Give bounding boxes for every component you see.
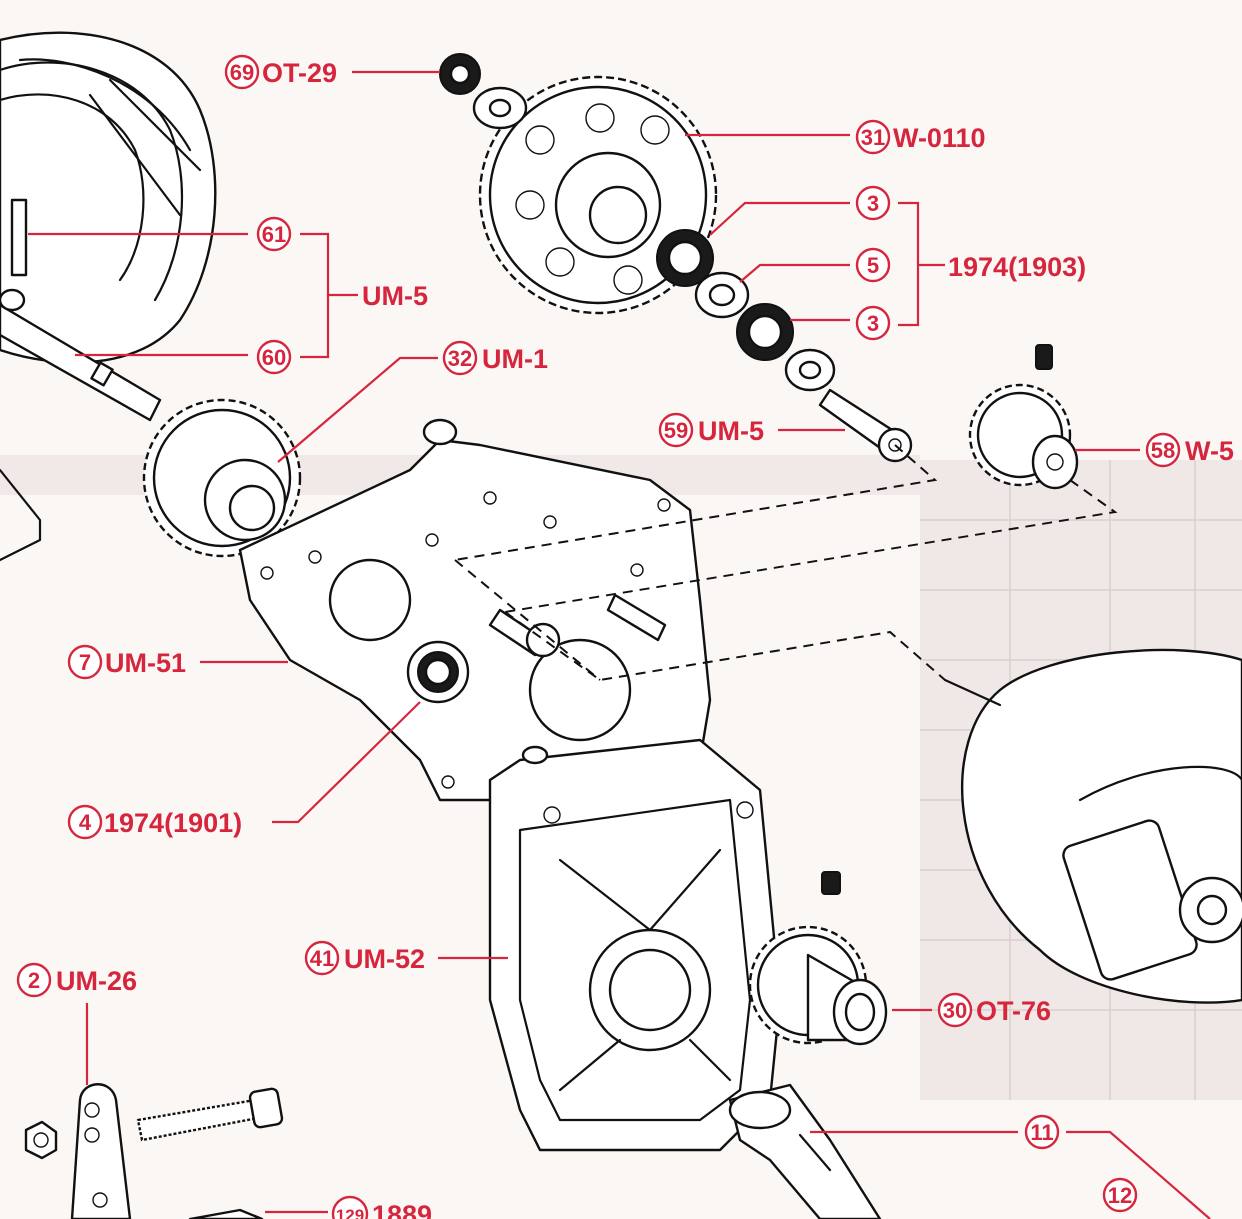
- svg-text:1889: 1889: [372, 1200, 432, 1219]
- svg-text:3: 3: [867, 191, 879, 216]
- motor: [943, 648, 1242, 1004]
- svg-text:5: 5: [867, 253, 879, 278]
- pinion-30: [748, 871, 888, 1046]
- left-drum-assembly: [0, 31, 217, 562]
- callout-12: 12: [1102, 1177, 1138, 1213]
- callout-7: 7 UM-51: [67, 644, 186, 680]
- gearbox-plate-7: [238, 418, 712, 802]
- svg-text:30: 30: [943, 998, 967, 1023]
- pinion-58: [968, 344, 1079, 490]
- svg-text:11: 11: [1030, 1120, 1053, 1145]
- part-129: [188, 1208, 264, 1219]
- svg-text:69: 69: [230, 60, 254, 85]
- callout-69: 69 OT-29: [224, 54, 337, 90]
- leader-lines: [28, 70, 1211, 1219]
- svg-text:4: 4: [79, 810, 92, 835]
- callout-3-upper: 3: [855, 185, 891, 221]
- callout-5: 5: [855, 247, 891, 283]
- svg-text:1974(1901): 1974(1901): [104, 808, 242, 838]
- callout-129: 129 1889: [331, 1195, 432, 1219]
- svg-text:31: 31: [861, 125, 885, 150]
- callout-31: 31 W-0110: [855, 119, 986, 155]
- washer-69: [439, 53, 528, 130]
- bracket-2: [24, 1083, 132, 1219]
- callout-3-lower: 3: [855, 305, 891, 341]
- svg-text:61: 61: [262, 222, 286, 247]
- svg-text:OT-76: OT-76: [976, 996, 1051, 1026]
- label-um-5-group: UM-5: [362, 281, 428, 311]
- callout-59: 59 UM-5: [658, 412, 764, 448]
- svg-text:W-0110: W-0110: [893, 123, 986, 153]
- bearing-stack-1974-1903: [656, 229, 836, 392]
- svg-text:12: 12: [1108, 1183, 1132, 1208]
- left-shaft: [0, 288, 162, 422]
- output-shaft-11: [728, 1083, 882, 1219]
- callout-58: 58 W-5: [1145, 432, 1234, 468]
- gearbox-housing-41: [488, 738, 782, 1152]
- svg-text:32: 32: [448, 346, 472, 371]
- svg-text:UM-52: UM-52: [344, 944, 425, 974]
- svg-text:3: 3: [867, 311, 879, 336]
- svg-text:UM-1: UM-1: [482, 344, 548, 374]
- svg-text:60: 60: [262, 345, 286, 370]
- bolt: [136, 1087, 284, 1142]
- svg-text:UM-26: UM-26: [56, 966, 137, 996]
- callout-32: 32 UM-1: [442, 340, 548, 376]
- callout-61: 61: [256, 216, 292, 252]
- axle-59: [818, 388, 913, 463]
- assembly-guides: [454, 444, 1118, 682]
- svg-text:OT-29: OT-29: [262, 58, 337, 88]
- svg-text:UM-5: UM-5: [698, 416, 764, 446]
- svg-text:7: 7: [79, 650, 91, 675]
- svg-text:129: 129: [336, 1206, 364, 1219]
- svg-text:W-5: W-5: [1185, 436, 1234, 466]
- svg-text:2: 2: [28, 968, 40, 993]
- svg-text:41: 41: [310, 946, 334, 971]
- callout-11: 11: [1024, 1114, 1060, 1150]
- label-1974-1903: 1974(1903): [948, 252, 1086, 282]
- callout-60: 60: [256, 339, 292, 375]
- callout-30: 30 OT-76: [937, 992, 1051, 1028]
- callout-2: 2 UM-26: [16, 962, 137, 998]
- svg-text:58: 58: [1151, 438, 1175, 463]
- svg-text:UM-51: UM-51: [105, 648, 186, 678]
- gear-32: [142, 398, 302, 558]
- svg-text:59: 59: [664, 418, 688, 443]
- callout-4: 4 1974(1901): [67, 804, 242, 840]
- callout-41: 41 UM-52: [304, 940, 425, 976]
